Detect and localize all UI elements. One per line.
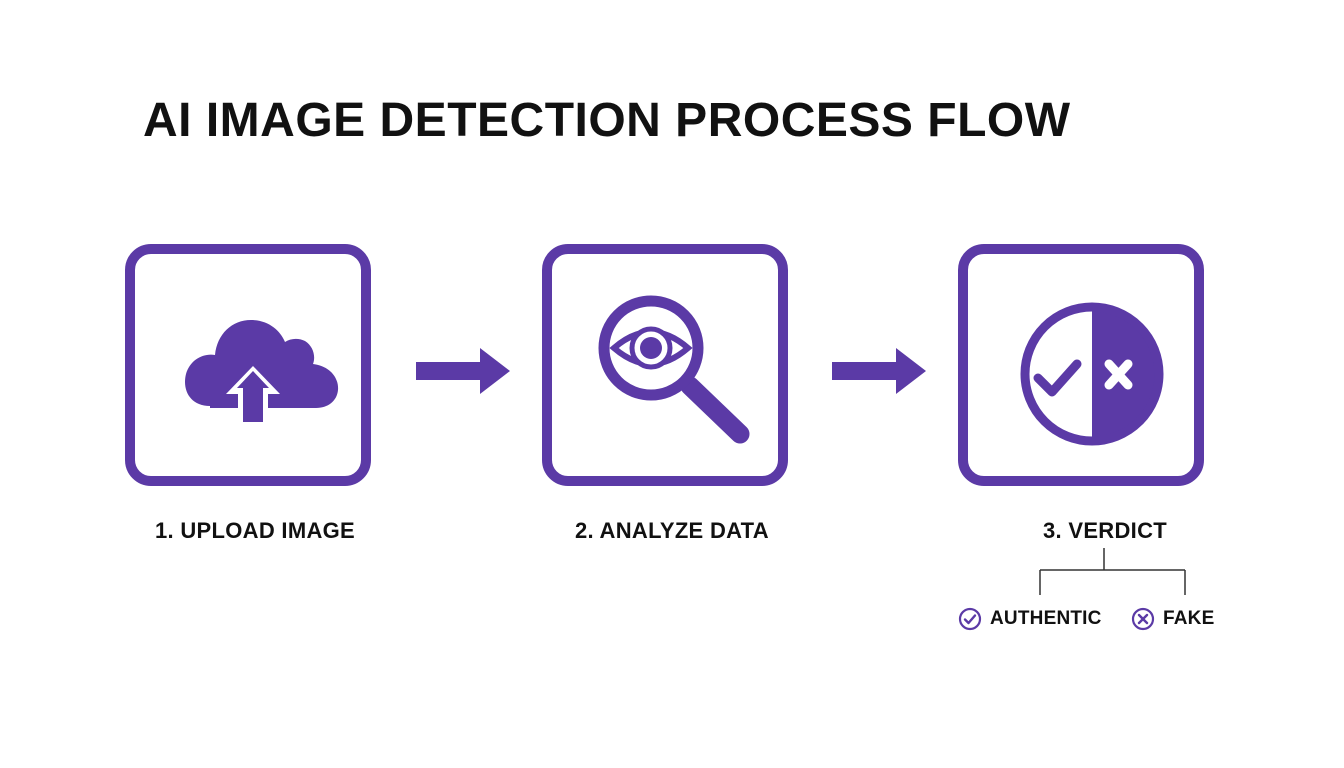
cross-circle-icon [1131, 607, 1155, 631]
step-analyze-box [542, 244, 788, 486]
step-upload-box [125, 244, 371, 486]
outcome-fake-label: FAKE [1163, 608, 1215, 629]
verdict-branch-connector [1039, 548, 1186, 595]
step-verdict-box [958, 244, 1204, 486]
cloud-upload-icon [185, 320, 339, 426]
step-label-upload: 1. UPLOAD IMAGE [154, 518, 356, 543]
right-arrow-icon [832, 348, 926, 394]
check-circle-icon [958, 607, 982, 631]
step-label-verdict: 3. VERDICT [1042, 518, 1168, 543]
magnifier-eye-icon [598, 295, 750, 444]
step-label-analyze: 2. ANALYZE DATA [575, 518, 769, 543]
outcome-authentic-label: AUTHENTIC [990, 608, 1102, 629]
outcome-fake: FAKE [1131, 605, 1214, 633]
page-title: AI IMAGE DETECTION PROCESS FLOW [143, 94, 1071, 147]
right-arrow-icon [416, 348, 510, 394]
outcome-authentic: AUTHENTIC [958, 605, 1102, 633]
check-cross-split-icon [1020, 302, 1164, 446]
